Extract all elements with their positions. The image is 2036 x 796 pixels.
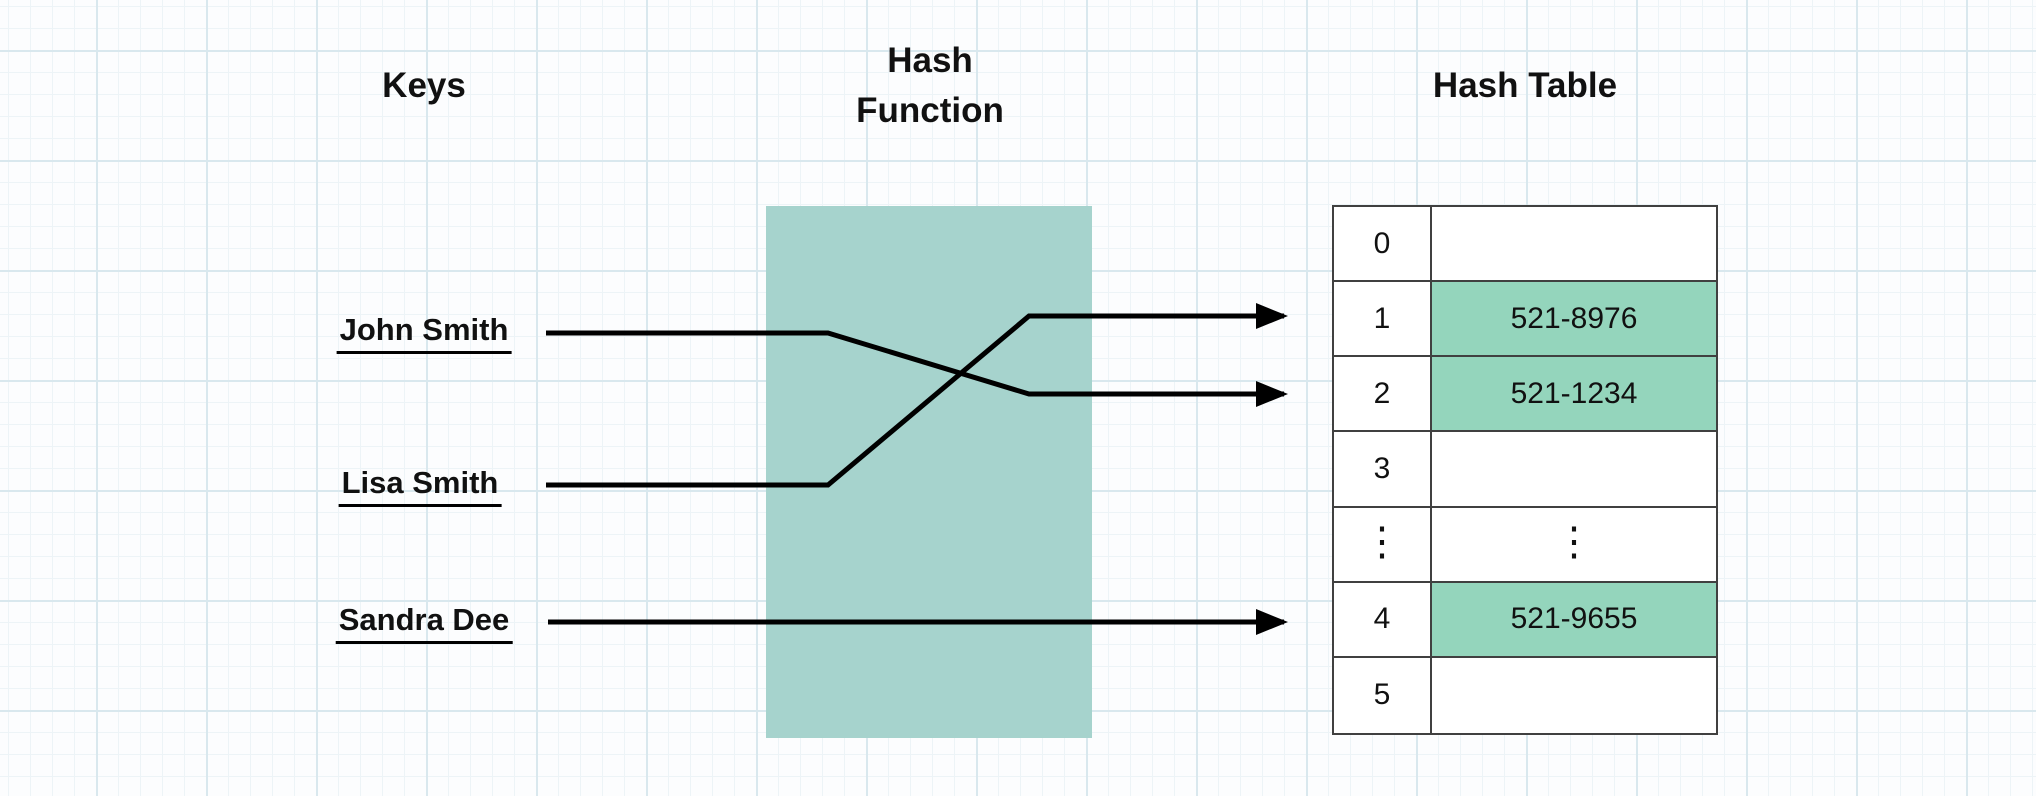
hash-function-title-line2: Function bbox=[856, 91, 1004, 130]
bucket-value-cell: 521-9655 bbox=[1432, 582, 1716, 656]
bucket-index-cell: ⋮ bbox=[1334, 507, 1432, 581]
hash-table: 0 1 521-8976 2 521-1234 3 ⋮ ⋮ 4 521-9655… bbox=[1332, 205, 1718, 735]
bucket-value-cell: 521-1234 bbox=[1432, 357, 1716, 431]
keys-title: Keys bbox=[382, 66, 466, 105]
hash-function-box bbox=[766, 206, 1092, 738]
table-row: 0 bbox=[1334, 207, 1716, 283]
bucket-value-cell bbox=[1432, 432, 1716, 505]
table-row-ellipsis: ⋮ ⋮ bbox=[1334, 507, 1716, 583]
bucket-index-cell: 2 bbox=[1334, 357, 1432, 431]
bucket-value-cell bbox=[1432, 207, 1716, 280]
bucket-index-cell: 0 bbox=[1334, 207, 1432, 281]
key-label-sandra-dee: Sandra Dee bbox=[335, 603, 513, 644]
bucket-index-cell: 3 bbox=[1334, 432, 1432, 506]
table-row: 3 bbox=[1334, 432, 1716, 508]
bucket-value-cell: ⋮ bbox=[1554, 520, 1594, 565]
key-label-john-smith: John Smith bbox=[336, 313, 512, 354]
hash-table-title: Hash Table bbox=[1432, 66, 1618, 105]
key-label-lisa-smith: Lisa Smith bbox=[338, 466, 502, 507]
table-row: 5 bbox=[1334, 657, 1716, 733]
bucket-value-cell bbox=[1432, 658, 1716, 733]
hash-function-title: Hash Function bbox=[856, 36, 1004, 136]
table-row: 4 521-9655 bbox=[1334, 582, 1716, 658]
bucket-value-cell: 521-8976 bbox=[1432, 282, 1716, 356]
table-row: 1 521-8976 bbox=[1334, 282, 1716, 358]
hash-function-title-line1: Hash bbox=[887, 41, 973, 80]
bucket-index-cell: 4 bbox=[1334, 582, 1432, 656]
bucket-index-cell: 5 bbox=[1334, 657, 1432, 733]
bucket-index-cell: 1 bbox=[1334, 282, 1432, 356]
table-row: 2 521-1234 bbox=[1334, 357, 1716, 433]
